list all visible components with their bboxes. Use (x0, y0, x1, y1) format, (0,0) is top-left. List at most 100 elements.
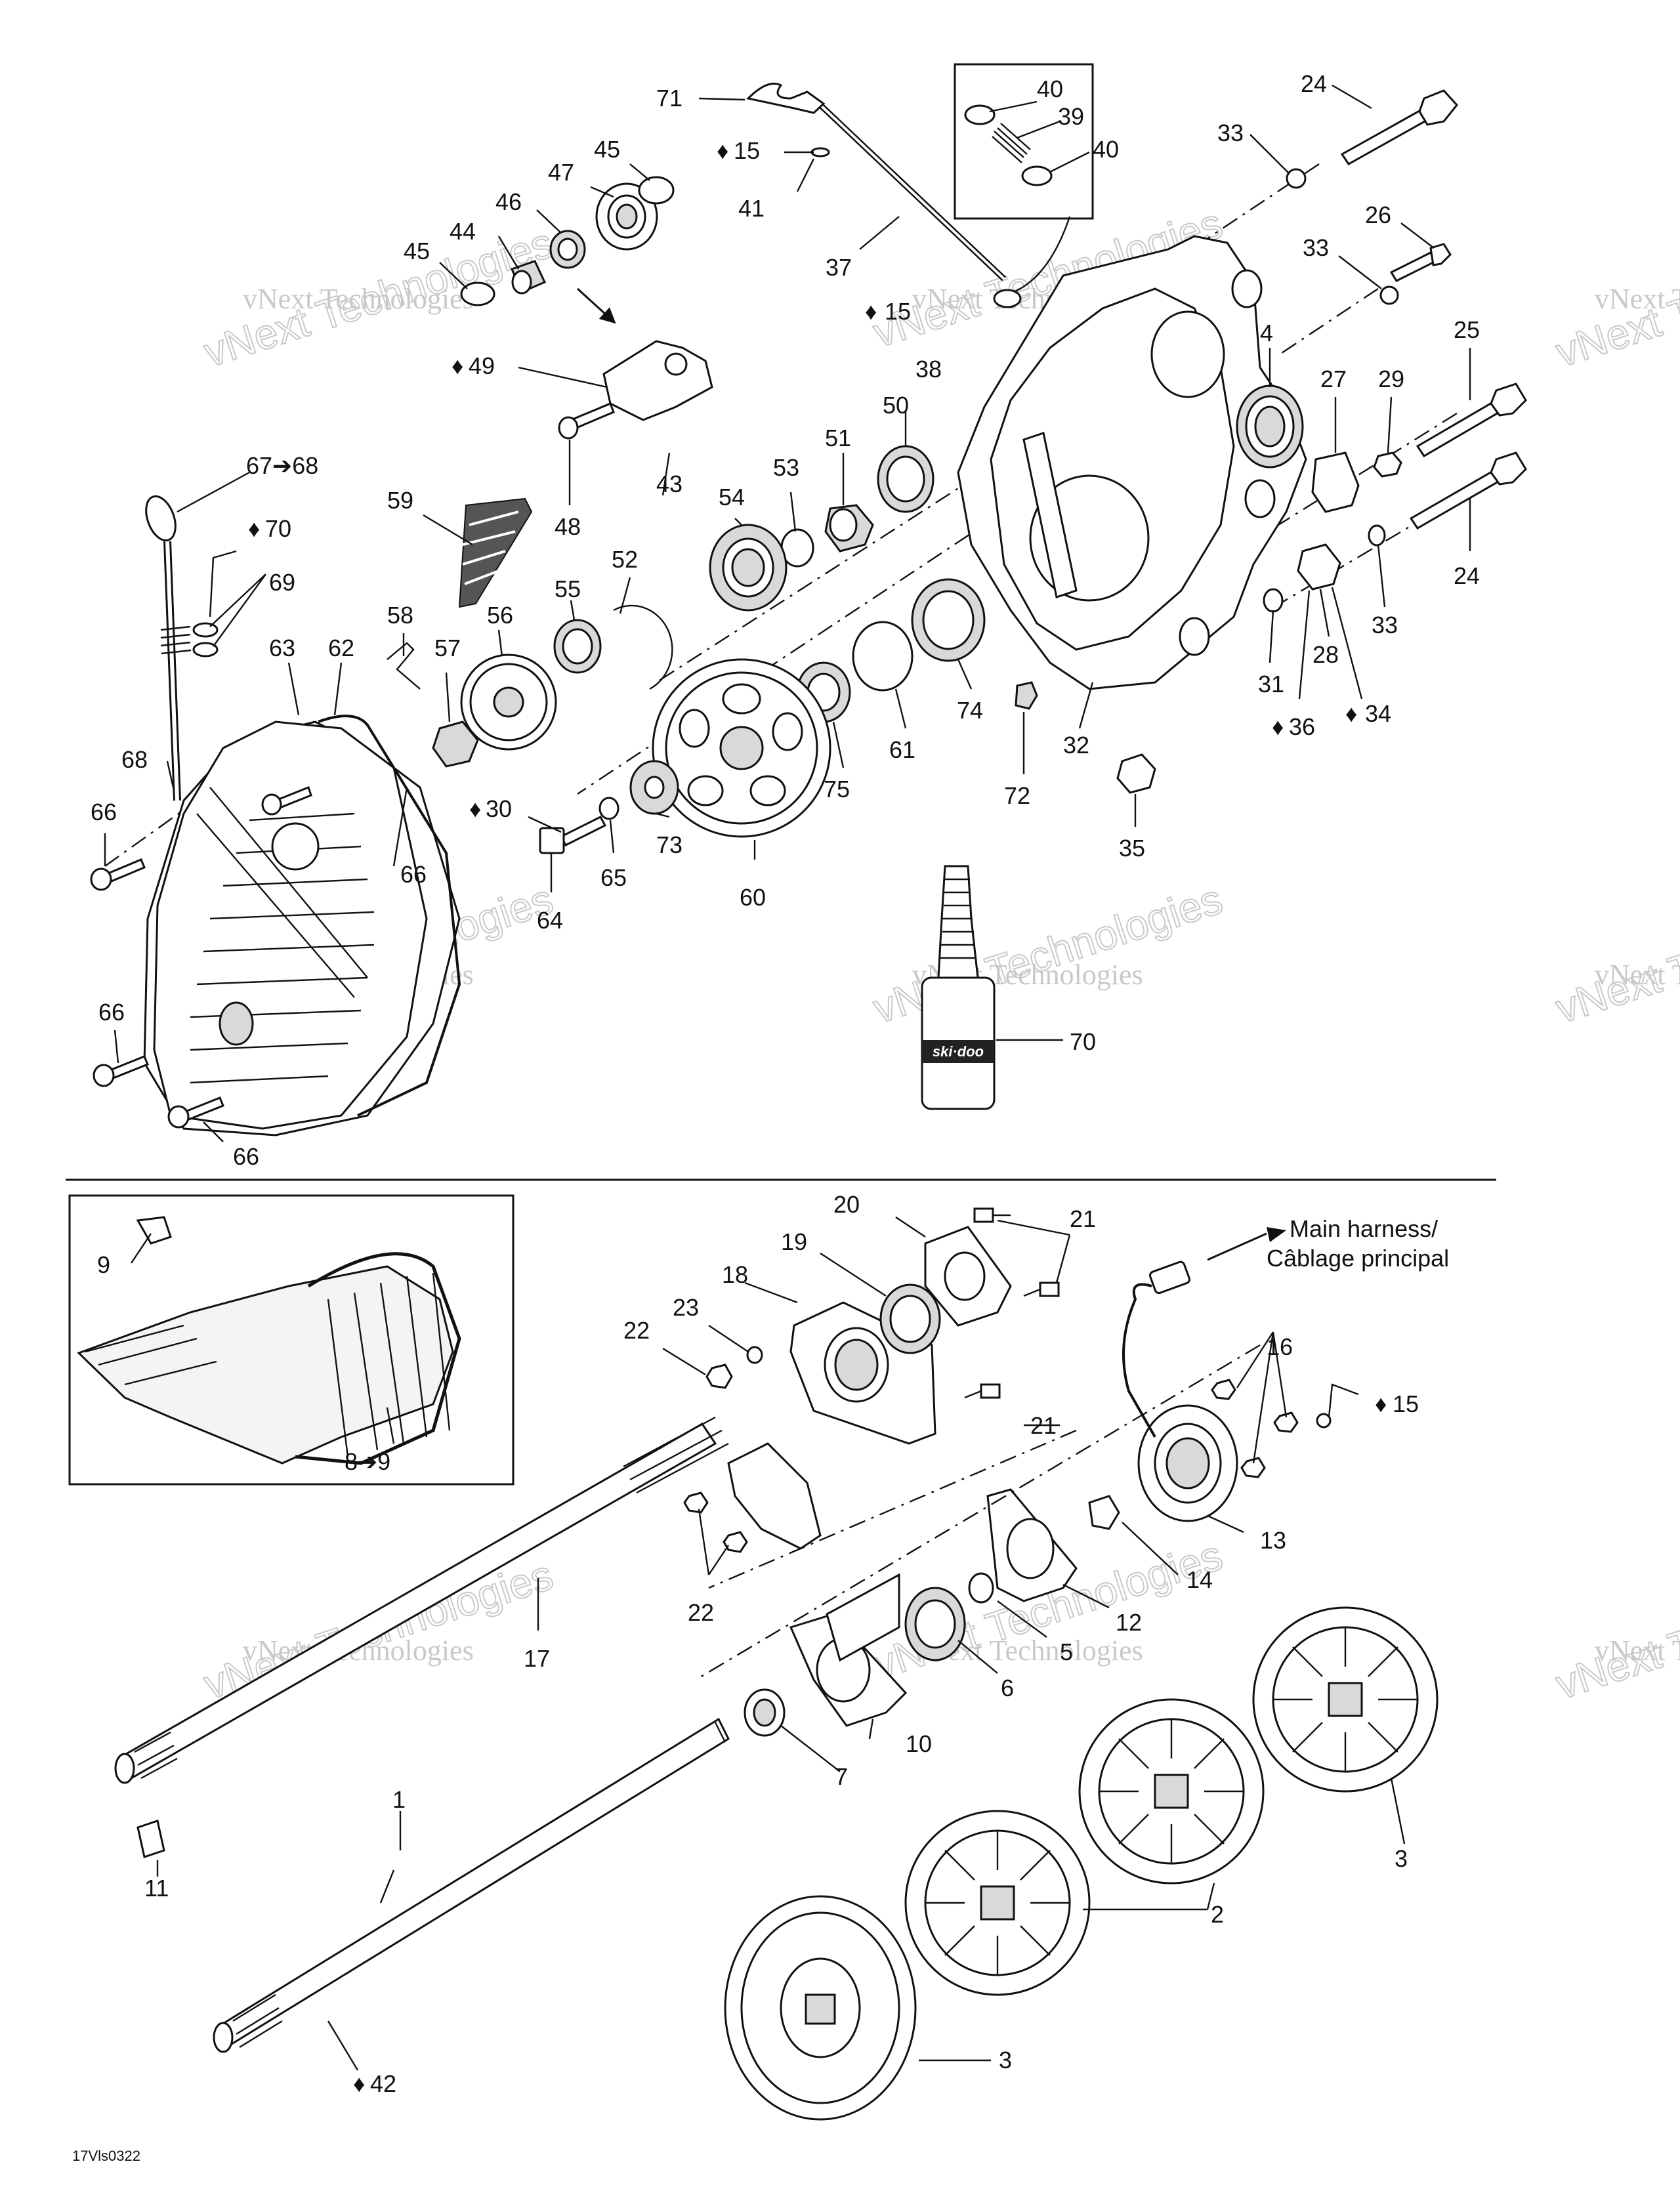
callout-10: 10 (906, 1730, 932, 1757)
watermark: vNext Technologies (1595, 1635, 1680, 1667)
callout-25: 25 (1454, 316, 1480, 343)
washer (964, 104, 996, 125)
axle-centerline (695, 1344, 1261, 1681)
callout-55: 55 (555, 575, 581, 602)
bearing (709, 524, 788, 612)
shaft-centerline (577, 497, 1024, 795)
bolt-centerline (1279, 288, 1379, 355)
o-ring (192, 622, 219, 638)
callout-33: 33 (1217, 119, 1244, 146)
drive-chain (458, 497, 533, 608)
callout-65: 65 (600, 864, 627, 891)
callout-36: 36 (1289, 713, 1315, 740)
harness-arrow (1207, 1232, 1267, 1261)
callout-27: 27 (1320, 365, 1347, 392)
callout-64: 64 (537, 907, 563, 934)
callout-71: 71 (656, 85, 682, 112)
callout-45: 45 (594, 136, 620, 163)
callout-17: 17 (524, 1645, 550, 1672)
cover-gasket (318, 715, 461, 1117)
washer (1286, 168, 1307, 189)
bolt (1416, 383, 1527, 458)
callout-50: 50 (883, 392, 909, 419)
nut (1211, 1379, 1236, 1400)
callout-48: 48 (555, 513, 581, 540)
callout-70: 70 (265, 515, 291, 542)
callout-3: 3 (1395, 1845, 1408, 1872)
seal (877, 445, 934, 513)
mounting-plate (727, 1442, 822, 1550)
callout-74: 74 (957, 697, 983, 724)
bolt (973, 1207, 1011, 1223)
oil-bottle: ski·doo (921, 865, 996, 1110)
callout-32: 32 (1063, 732, 1089, 759)
callout-75: 75 (824, 776, 850, 802)
callout-45: 45 (404, 238, 430, 264)
callout-29: 29 (1378, 365, 1404, 392)
callout-63: 63 (269, 635, 295, 661)
callout-22: 22 (623, 1317, 650, 1344)
callout-49: 49 (469, 352, 495, 379)
pulley (595, 182, 658, 251)
washer (1379, 285, 1399, 305)
callout-15: 15 (1393, 1390, 1419, 1417)
callout-47: 47 (548, 159, 574, 186)
callout-46: 46 (495, 188, 522, 215)
axle-centerline (708, 1429, 1077, 1589)
oil-drop-icon: ♦ (717, 137, 728, 164)
callout-37: 37 (826, 254, 852, 281)
callout-38: 38 (915, 356, 942, 383)
callout-54: 54 (719, 484, 745, 510)
callout-53: 53 (773, 454, 799, 481)
callout-15: 15 (885, 298, 911, 325)
drain-plug (1015, 681, 1038, 710)
callout-11: 11 (144, 1875, 169, 1902)
chaincase-section: ski·doo (90, 63, 1527, 1136)
callout-67-68: 67➔68 (246, 452, 318, 479)
inset-box (954, 63, 1094, 220)
callout-20: 20 (833, 1191, 860, 1218)
callout-21: 21 (1070, 1205, 1096, 1232)
cotter-pin (387, 642, 421, 690)
callout-24: 24 (1454, 562, 1480, 589)
bolt-centerline (104, 800, 198, 867)
nut (705, 1364, 733, 1389)
callout-34: 34 (1365, 700, 1391, 727)
nut (1273, 1411, 1299, 1433)
bolt (1340, 89, 1458, 165)
bolt (93, 1055, 149, 1087)
speed-sensor-housing (1137, 1404, 1238, 1522)
bolt (167, 1096, 224, 1129)
callout-7: 7 (835, 1763, 848, 1790)
chaincase-cover (143, 720, 461, 1136)
inset-box (68, 1194, 514, 1486)
callout-33: 33 (1372, 612, 1398, 638)
callout-26: 26 (1365, 201, 1391, 228)
idler-wheel (724, 1895, 917, 2121)
callout-66: 66 (91, 799, 117, 825)
harness-arrow-head (1267, 1227, 1286, 1242)
drive-axle-section (68, 1194, 1438, 2121)
callout-41: 41 (738, 195, 765, 222)
bearing-collar (826, 1573, 900, 1662)
spacer (824, 504, 874, 552)
callout-23: 23 (673, 1294, 699, 1321)
washer (1263, 588, 1284, 613)
callout-69: 69 (269, 569, 295, 596)
sprocket-small (460, 654, 557, 751)
washer (1021, 165, 1053, 186)
callout-43: 43 (656, 470, 682, 497)
callout-68: 68 (121, 746, 148, 773)
bolt (964, 1383, 1001, 1399)
bearing (879, 1283, 941, 1354)
callout-3: 3 (999, 2047, 1012, 2073)
bearing (553, 619, 602, 674)
callout-40: 40 (1037, 75, 1063, 102)
callout-70: 70 (1070, 1028, 1096, 1055)
figure-code: 17Vls0322 (72, 2148, 140, 2164)
callout-42: 42 (370, 2070, 396, 2097)
set-screw (1316, 1413, 1332, 1428)
callout-8-9: 8➔9 (345, 1448, 390, 1475)
oil-drop-icon: ♦ (1345, 700, 1357, 727)
